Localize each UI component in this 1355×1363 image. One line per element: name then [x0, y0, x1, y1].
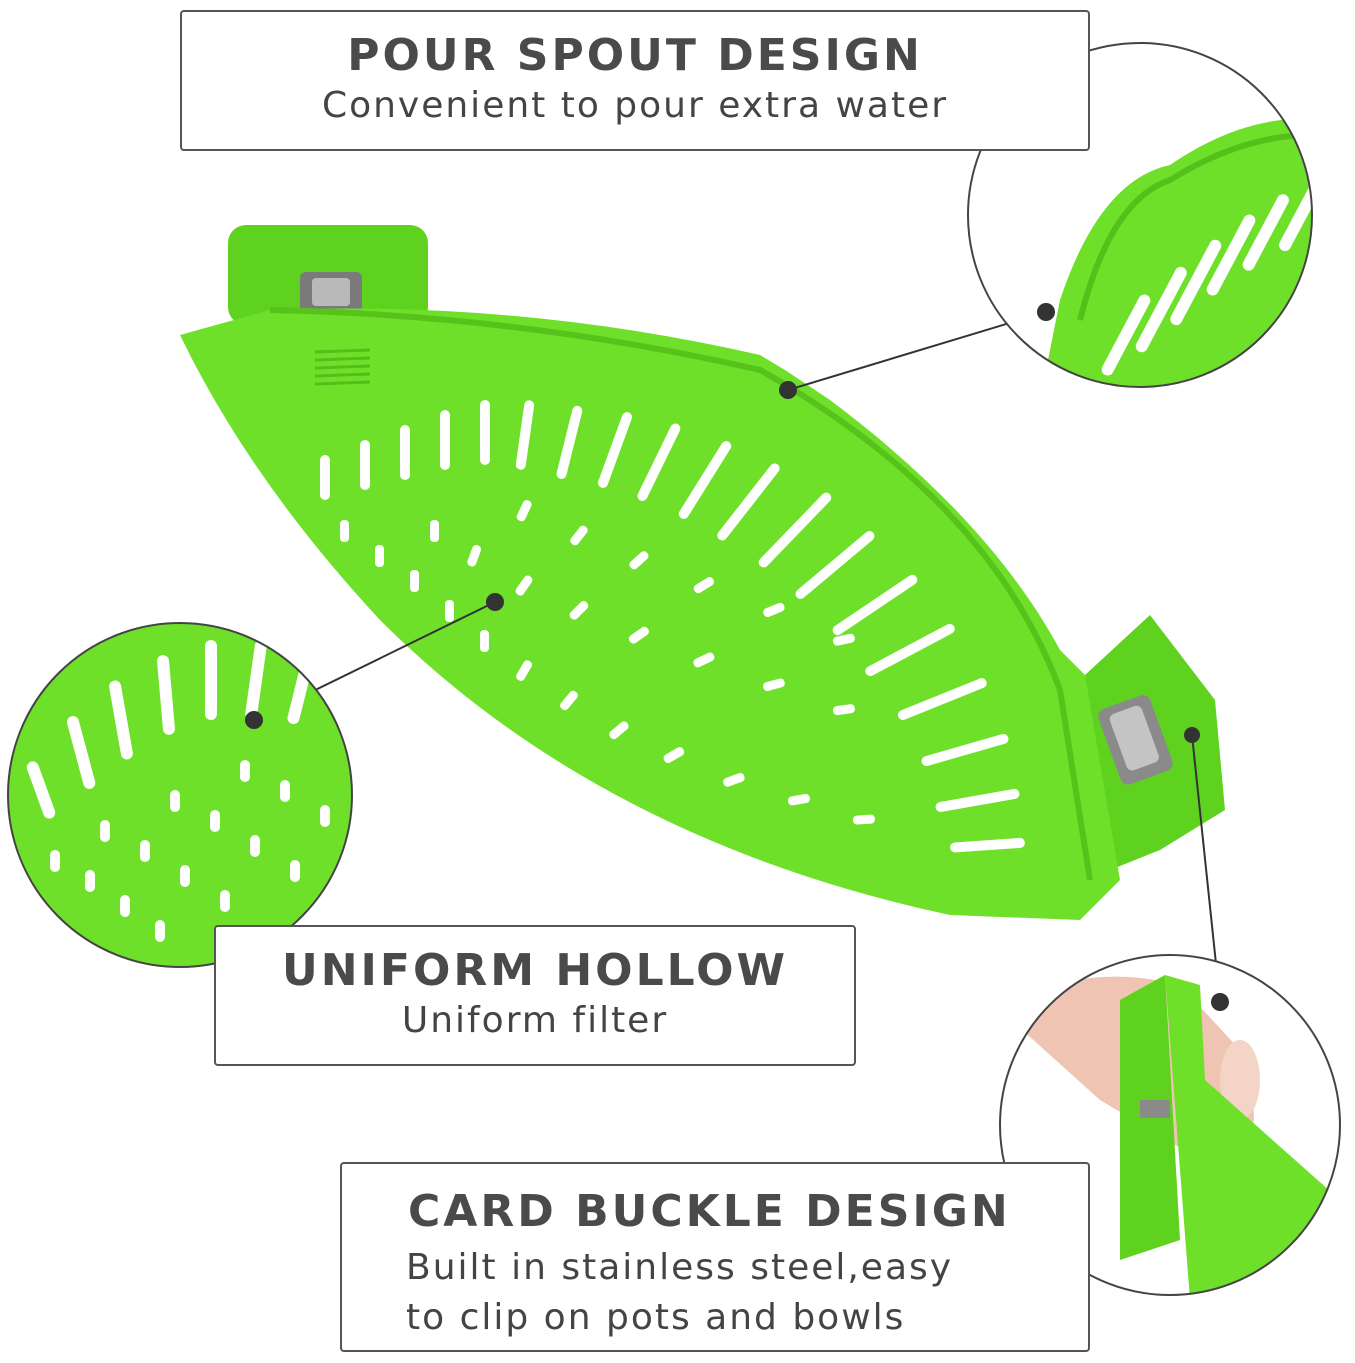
callout-title: UNIFORM HOLLOW — [281, 945, 789, 996]
callout-title: CARD BUCKLE DESIGN — [408, 1186, 1011, 1237]
strainer-body — [180, 308, 1120, 920]
side-clip — [1085, 615, 1225, 870]
callout-subtitle-line1: Built in stainless steel,easy — [406, 1247, 954, 1288]
strainer-slots — [320, 400, 1025, 853]
top-clip — [228, 225, 428, 325]
callout-subtitle-line2: to clip on pots and bowls — [406, 1297, 906, 1338]
strainer-main — [180, 225, 1225, 920]
callout-uniform-hollow: UNIFORM HOLLOW Uniform filter — [214, 925, 856, 1066]
callout-title: POUR SPOUT DESIGN — [347, 30, 923, 81]
zoom-circle-buckle — [999, 954, 1341, 1296]
callout-subtitle: Convenient to pour extra water — [321, 85, 949, 126]
callout-pour-spout: POUR SPOUT DESIGN Convenient to pour ext… — [180, 10, 1090, 151]
zoom-circle-hollow — [7, 622, 353, 968]
callout-card-buckle: CARD BUCKLE DESIGN Built in stainless st… — [340, 1162, 1090, 1352]
callout-subtitle: Uniform filter — [401, 1000, 669, 1041]
